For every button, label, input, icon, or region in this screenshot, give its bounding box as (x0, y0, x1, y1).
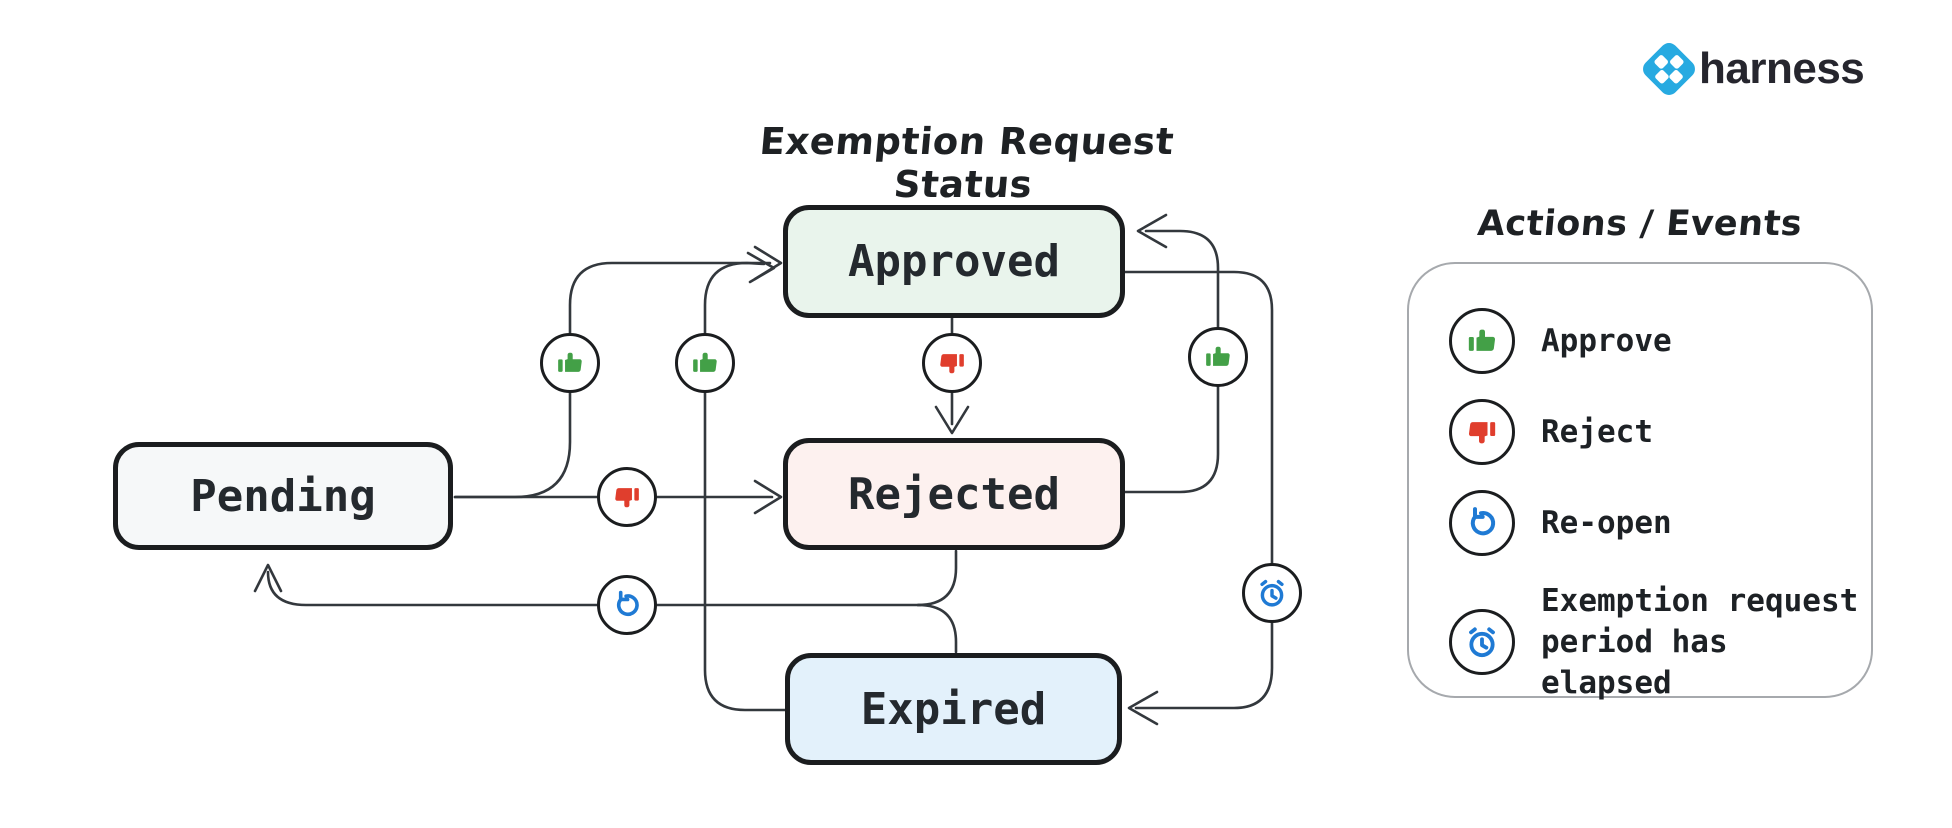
edge-expired-reopen (916, 603, 958, 654)
thumbs-down-icon (597, 467, 657, 527)
edge-reopen-pending (266, 570, 922, 607)
legend-item-elapsed: Exemption request period has elapsed (1449, 581, 1871, 704)
state-expired-label: Expired (860, 683, 1047, 735)
arrowhead (253, 563, 283, 593)
thumbs-up-icon (675, 333, 735, 393)
harness-logo-icon (1639, 39, 1699, 99)
state-pending-label: Pending (190, 470, 376, 522)
legend-item-reject: Reject (1449, 399, 1871, 465)
state-approved-label: Approved (848, 236, 1060, 287)
edge-expired-approved (703, 261, 787, 712)
legend-item-label: Approve (1541, 322, 1672, 359)
legend-item-reopen: Re-open (1449, 490, 1871, 556)
legend-panel: Approve Reject Re-open Exemption request… (1407, 262, 1873, 701)
harness-brand: harness (1639, 39, 1865, 99)
state-rejected: Rejected (783, 438, 1125, 550)
thumbs-up-icon (540, 333, 600, 393)
thumbs-down-icon (922, 333, 982, 393)
alarm-clock-icon (1449, 609, 1515, 676)
thumbs-down-icon (1449, 399, 1515, 465)
arrowhead (1136, 213, 1168, 249)
counterclockwise-arrow-icon (1449, 490, 1515, 556)
edge-pending-approved (453, 261, 772, 499)
legend-item-label: Exemption request period has elapsed (1541, 583, 1859, 701)
thumbs-up-icon (1449, 308, 1515, 374)
alarm-clock-icon (1242, 563, 1302, 623)
arrowhead (753, 479, 783, 515)
diagram-title: Exemption Request Status (757, 120, 1176, 206)
state-rejected-label: Rejected (848, 468, 1060, 520)
edge-rejected-reopen (916, 549, 958, 607)
legend-item-label: Re-open (1541, 504, 1672, 541)
arrowhead (934, 405, 970, 435)
legend-title: Actions / Events (1476, 204, 1804, 244)
legend-item-label: Reject (1541, 413, 1653, 450)
legend-item-approve: Approve (1449, 308, 1871, 374)
state-pending: Pending (113, 442, 453, 550)
counterclockwise-arrow-icon (597, 575, 657, 635)
arrowhead (1127, 690, 1159, 726)
state-expired: Expired (785, 653, 1122, 765)
harness-brand-name: harness (1699, 44, 1865, 93)
arrowhead (746, 251, 776, 284)
thumbs-up-icon (1188, 327, 1248, 387)
edge-approved-expired (1123, 270, 1274, 710)
state-approved: Approved (783, 205, 1125, 318)
